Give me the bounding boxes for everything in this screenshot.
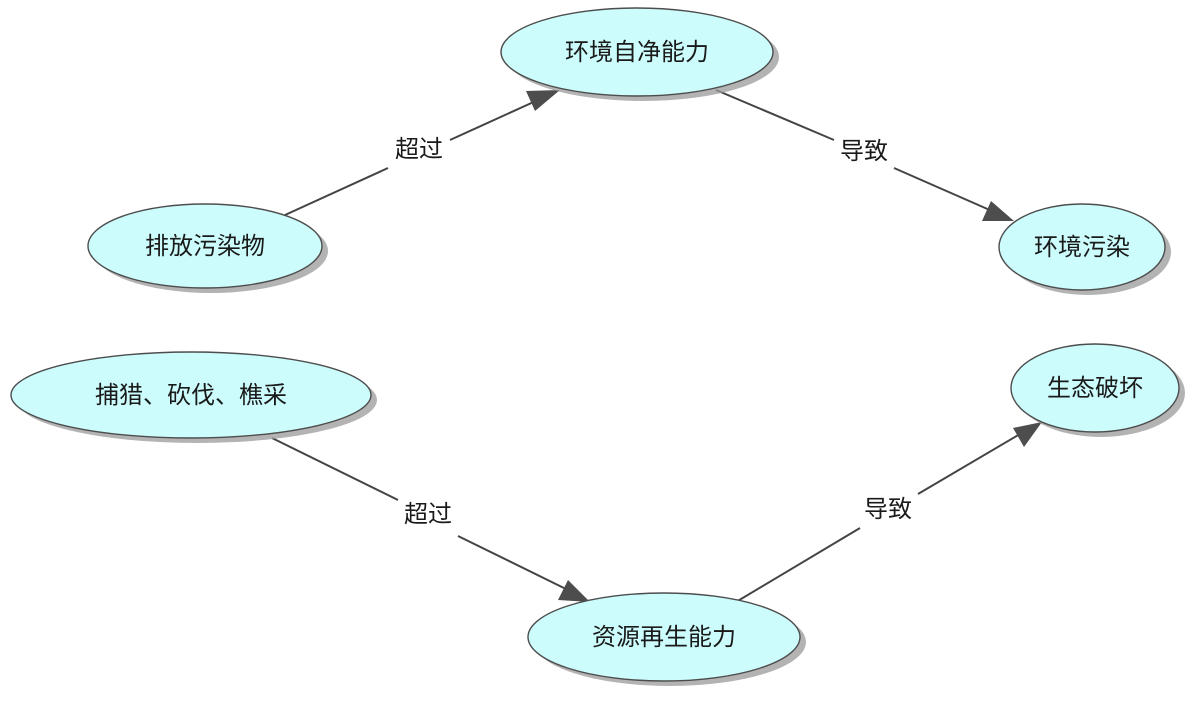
node-ellipse (1010, 343, 1180, 433)
arrowhead (1013, 422, 1042, 447)
node-ziyuan-zaisheng-nengli: 资源再生能力 (527, 592, 806, 686)
node-ellipse (500, 7, 774, 97)
edge-n1-n2: 超过 (284, 90, 560, 216)
node-label: 排放污染物 (145, 232, 265, 260)
arrowhead (982, 201, 1014, 221)
edge-n2-n3: 导致 (715, 89, 1014, 221)
edge-n5-n6: 导致 (735, 422, 1042, 603)
edge-n4-n5: 超过 (271, 437, 590, 602)
edge-line (284, 167, 389, 216)
node-label: 环境污染 (1034, 233, 1130, 261)
edge-line (917, 433, 1021, 495)
node-huanjing-zijing-nengli: 环境自净能力 (500, 7, 779, 101)
node-ellipse (527, 592, 801, 682)
edge-line (271, 437, 399, 501)
node-bulie-kanfa-qiaocai: 捕猎、砍伐、樵采 (10, 351, 377, 443)
edge-label: 导致 (840, 137, 888, 165)
node-label: 捕猎、砍伐、樵采 (95, 381, 287, 409)
edge-label: 导致 (864, 495, 912, 523)
edge-line (715, 89, 835, 141)
edge-line (449, 99, 539, 141)
node-ellipse (87, 203, 323, 289)
node-ellipse (998, 203, 1166, 291)
node-paifang-wuranwu: 排放污染物 (87, 203, 328, 293)
edge-label: 超过 (404, 500, 452, 528)
node-ellipse (10, 351, 372, 439)
node-label: 环境自净能力 (565, 38, 709, 66)
node-label: 生态破坏 (1047, 374, 1143, 402)
edge-line (457, 535, 569, 591)
arrowhead (526, 90, 560, 111)
edge-label: 超过 (395, 135, 443, 163)
edge-line (735, 527, 861, 603)
edge-line (893, 167, 993, 212)
node-huanjing-wuran: 环境污染 (998, 203, 1171, 295)
arrowhead (558, 580, 590, 602)
node-label: 资源再生能力 (592, 623, 736, 651)
node-shengtai-pohuai: 生态破坏 (1010, 343, 1185, 437)
